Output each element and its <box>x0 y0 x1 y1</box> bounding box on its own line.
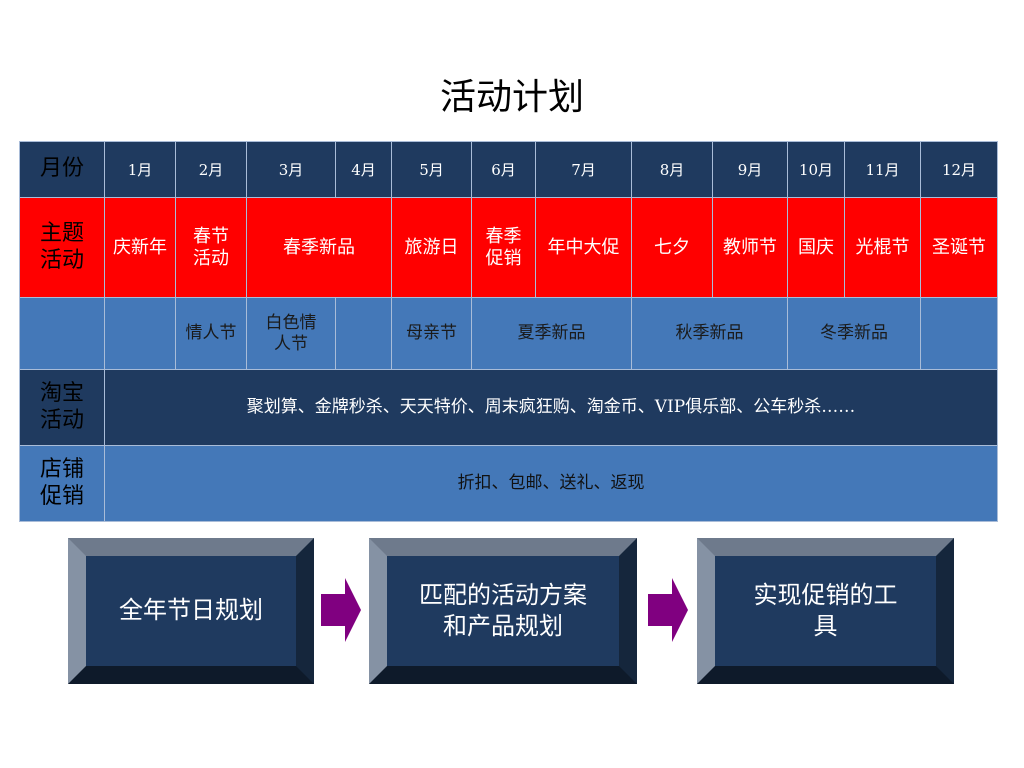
month-cell: 9月 <box>712 141 788 198</box>
shop-header: 店铺 促销 <box>19 445 105 522</box>
month-cell: 2月 <box>175 141 247 198</box>
right-arrow-icon <box>648 578 688 642</box>
activity-plan-table: 月份 1月 2月 3月 4月 5月 6月 7月 8月 9月 10月 11月 12… <box>19 141 998 522</box>
month-cell: 8月 <box>631 141 713 198</box>
month-cell: 3月 <box>246 141 336 198</box>
theme-cell: 圣诞节 <box>920 197 998 298</box>
month-cell: 10月 <box>787 141 845 198</box>
theme-cell: 年中大促 <box>535 197 632 298</box>
theme-cell: 庆新年 <box>104 197 176 298</box>
flow-step-3-label: 实现促销的工 具 <box>715 556 936 666</box>
month-cell: 5月 <box>391 141 472 198</box>
sub-cell: 冬季新品 <box>787 297 921 370</box>
page-title: 活动计划 <box>439 77 584 118</box>
sub-cell: 夏季新品 <box>471 297 632 370</box>
sub-cell: 秋季新品 <box>631 297 788 370</box>
sub-cell: 情人节 <box>175 297 247 370</box>
month-cell: 4月 <box>335 141 392 198</box>
right-arrow-icon <box>321 578 361 642</box>
shop-row: 店铺 促销 折扣、包邮、送礼、返现 <box>19 445 998 522</box>
theme-row: 主题 活动 庆新年 春节 活动 春季新品 旅游日 春季 促销 年中大促 七夕 教… <box>19 197 998 298</box>
flow-step-2: 匹配的活动方案 和产品规划 <box>369 538 637 684</box>
month-cell: 7月 <box>535 141 632 198</box>
sub-empty-cell <box>19 297 105 370</box>
flow-step-2-label: 匹配的活动方案 和产品规划 <box>387 556 619 666</box>
month-cell: 1月 <box>104 141 176 198</box>
month-header: 月份 <box>19 141 105 198</box>
theme-cell: 春节 活动 <box>175 197 247 298</box>
sub-cell: 白色情 人节 <box>246 297 336 370</box>
theme-cell: 七夕 <box>631 197 713 298</box>
sub-empty-cell <box>104 297 176 370</box>
theme-cell: 光棍节 <box>844 197 921 298</box>
taobao-header: 淘宝 活动 <box>19 369 105 446</box>
theme-cell: 教师节 <box>712 197 788 298</box>
shop-text: 折扣、包邮、送礼、返现 <box>104 445 998 522</box>
month-cell: 12月 <box>920 141 998 198</box>
theme-cell: 春季 促销 <box>471 197 536 298</box>
taobao-row: 淘宝 活动 聚划算、金牌秒杀、天天特价、周末疯狂购、淘金币、VIP俱乐部、公车秒… <box>19 369 998 446</box>
theme-cell: 春季新品 <box>246 197 392 298</box>
month-row: 月份 1月 2月 3月 4月 5月 6月 7月 8月 9月 10月 11月 12… <box>19 141 998 198</box>
month-cell: 11月 <box>844 141 921 198</box>
flow-step-1: 全年节日规划 <box>68 538 314 684</box>
theme-cell: 国庆 <box>787 197 845 298</box>
month-cell: 6月 <box>471 141 536 198</box>
theme-header: 主题 活动 <box>19 197 105 298</box>
flow-step-1-label: 全年节日规划 <box>86 556 296 666</box>
sub-cell: 母亲节 <box>391 297 472 370</box>
sub-empty-cell <box>335 297 392 370</box>
taobao-text: 聚划算、金牌秒杀、天天特价、周末疯狂购、淘金币、VIP俱乐部、公车秒杀…… <box>104 369 998 446</box>
flow-step-3: 实现促销的工 具 <box>697 538 954 684</box>
sub-activity-row: 情人节 白色情 人节 母亲节 夏季新品 秋季新品 冬季新品 <box>19 297 998 370</box>
theme-cell: 旅游日 <box>391 197 472 298</box>
sub-empty-cell <box>920 297 998 370</box>
